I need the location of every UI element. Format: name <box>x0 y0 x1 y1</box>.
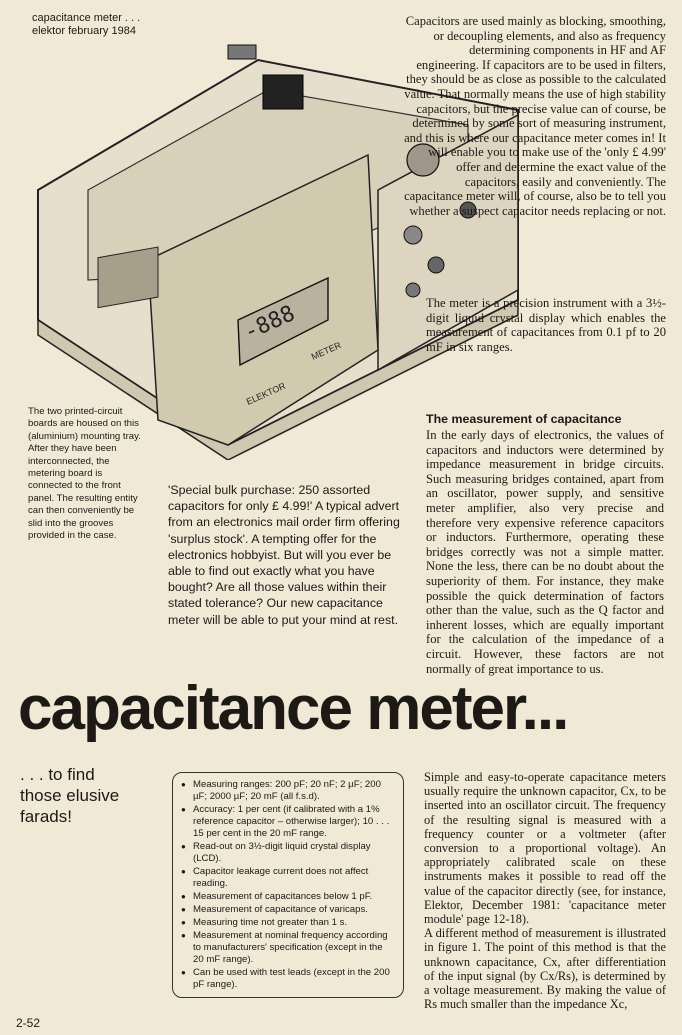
spec-item: Read-out on 3½-digit liquid crystal disp… <box>181 841 395 865</box>
body-paragraph: A different method of measurement is ill… <box>424 926 666 1012</box>
spec-item: Can be used with test leads (except in t… <box>181 967 395 991</box>
section-body: In the early days of electronics, the va… <box>426 428 664 676</box>
metering-board <box>147 153 379 446</box>
subtitle-line-1: . . . to find <box>20 765 95 784</box>
specifications-box: Measuring ranges: 200 pF; 20 nF; 2 µF; 2… <box>172 772 404 998</box>
transformer <box>97 246 159 309</box>
knob <box>405 282 421 298</box>
subtitle: . . . to find those elusive farads! <box>20 764 150 827</box>
subtitle-line-3: farads! <box>20 807 72 826</box>
header-line-1: capacitance meter . . . <box>32 12 141 24</box>
spec-item: Measurement of capacitance of varicaps. <box>181 904 395 916</box>
subtitle-line-2: those elusive <box>20 786 120 805</box>
spec-list: Measuring ranges: 200 pF; 20 nF; 2 µF; 2… <box>181 779 395 991</box>
rotary-switch <box>406 143 440 177</box>
body-paragraph: Simple and easy-to-operate capacitance m… <box>424 770 666 927</box>
intro-right-column: Capacitors are used mainly as blocking, … <box>404 14 666 218</box>
knob <box>459 201 477 219</box>
page-number: 2-52 <box>16 1016 41 1030</box>
spec-item: Capacitor leakage current does not affec… <box>181 866 395 890</box>
spec-item: Measurement of capacitances below 1 pF. <box>181 891 395 903</box>
body-right-column: Simple and easy-to-operate capacitance m… <box>424 770 666 1011</box>
lcd-display <box>237 276 329 367</box>
knob <box>403 225 423 245</box>
section-heading: The measurement of capacitance <box>426 412 622 426</box>
spec-item: Measuring time not greater than 1 s. <box>181 917 395 929</box>
knob <box>427 256 445 274</box>
relay-block <box>262 74 304 110</box>
spec-item: Accuracy: 1 per cent (if calibrated with… <box>181 804 395 840</box>
header-note: capacitance meter . . . elektor february… <box>32 12 152 38</box>
intro-meter-description: The meter is a precision instrument with… <box>426 296 666 354</box>
front-panel <box>377 113 519 372</box>
instrument-photo: -888 METER ELEKTOR <box>37 44 519 460</box>
page-title: capacitance meter... <box>18 674 569 743</box>
connector <box>227 44 257 60</box>
spec-item: Measuring ranges: 200 pF; 20 nF; 2 µF; 2… <box>181 779 395 803</box>
spec-item: Measurement at nominal frequency accordi… <box>181 930 395 966</box>
header-line-2: elektor february 1984 <box>32 25 136 37</box>
photo-caption: The two printed-circuit boards are house… <box>28 406 141 542</box>
advert-quote: 'Special bulk purchase: 250 assorted cap… <box>168 483 400 627</box>
